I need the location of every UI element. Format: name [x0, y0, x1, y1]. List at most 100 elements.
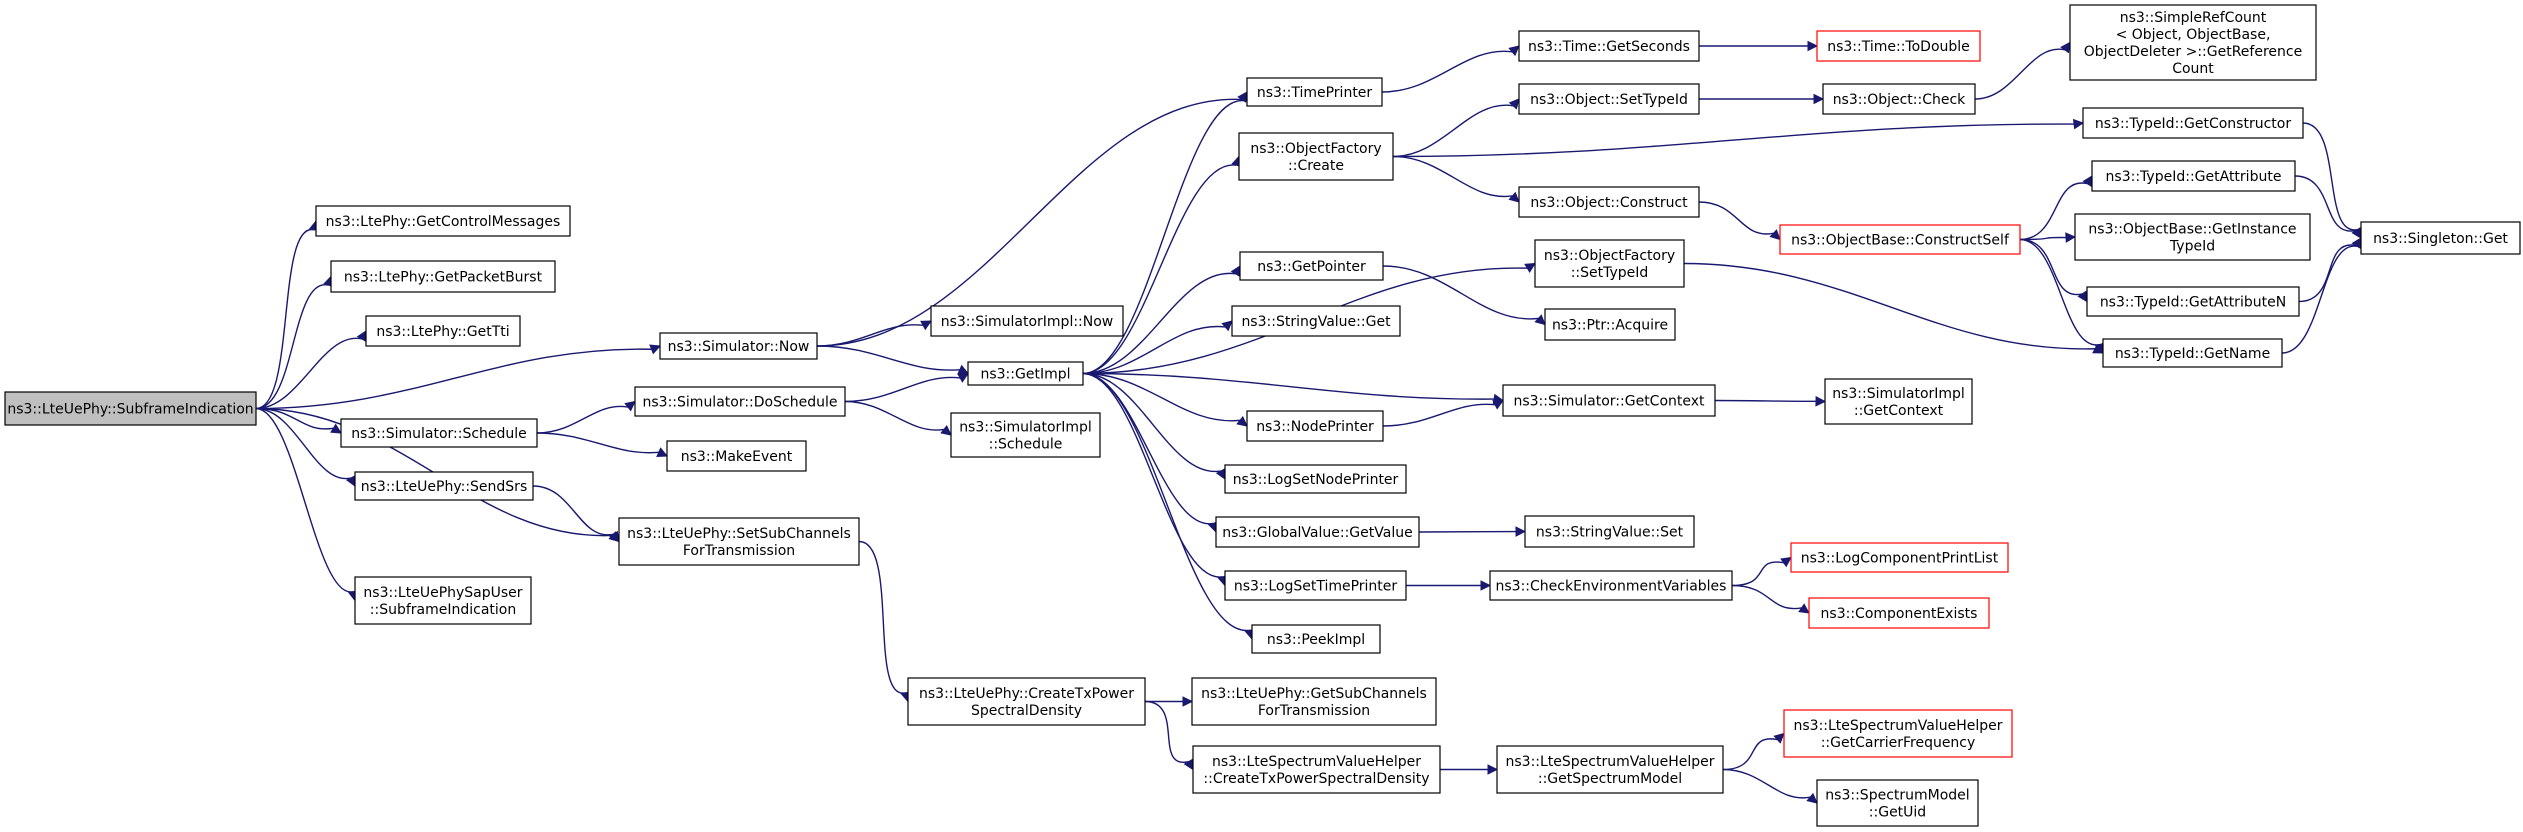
node-label: ns3::Simulator::Schedule: [351, 426, 527, 442]
node-spectrum-get-uid[interactable]: ns3::SpectrumModel::GetUid: [1816, 779, 1979, 827]
node-label: ns3::TypeId::GetAttributeN: [2100, 294, 2286, 310]
node-box: [634, 386, 846, 417]
node-label: < Object, ObjectBase,: [2116, 27, 2271, 43]
node-label: ns3::Time::ToDouble: [1827, 39, 1970, 55]
node-create-tx-psd[interactable]: ns3::LteUePhy::CreateTxPowerSpectralDens…: [907, 677, 1146, 726]
node-node-printer[interactable]: ns3::NodePrinter: [1246, 410, 1384, 442]
node-get-ref-count[interactable]: ns3::SimpleRefCount< Object, ObjectBase,…: [2069, 4, 2317, 81]
node-label: ::Schedule: [989, 436, 1063, 452]
node-construct-self[interactable]: ns3::ObjectBase::ConstructSelf: [1779, 224, 2021, 255]
arrowhead: [1815, 395, 1827, 407]
edge-of-set-type-id-to-type-id-get-name: [1683, 262, 2096, 350]
node-set-sub-channels[interactable]: ns3::LteUePhy::SetSubChannelsForTransmis…: [618, 517, 860, 566]
node-label: ns3::CheckEnvironmentVariables: [1496, 578, 1727, 594]
node-make-event[interactable]: ns3::MakeEvent: [666, 440, 807, 472]
node-type-id-get-name[interactable]: ns3::TypeId::GetName: [2102, 338, 2283, 368]
node-box: [1191, 677, 1437, 726]
edge-set-sub-channels-to-create-tx-psd: [858, 540, 906, 694]
node-log-comp-print-list[interactable]: ns3::LogComponentPrintList: [1790, 542, 2009, 573]
node-of-create[interactable]: ns3::ObjectFactory::Create: [1238, 132, 1394, 181]
edge-get-impl-to-time-printer: [1082, 100, 1246, 375]
edge-root-to-sap-subframe: [255, 407, 354, 593]
arrowhead: [1221, 320, 1233, 332]
edge-type-id-get-name-to-singleton-get: [2281, 245, 2359, 354]
node-log-set-time-printer[interactable]: ns3::LogSetTimePrinter: [1224, 570, 1407, 601]
node-singleton-get[interactable]: ns3::Singleton::Get: [2360, 221, 2521, 255]
node-get-tti[interactable]: ns3::LtePhy::GetTti: [365, 315, 521, 347]
node-box: [1824, 378, 1973, 425]
node-get-sub-channels[interactable]: ns3::LteUePhy::GetSubChannelsForTransmis…: [1191, 677, 1437, 726]
node-peek-impl[interactable]: ns3::PeekImpl: [1251, 624, 1381, 654]
arrowhead: [2065, 232, 2077, 243]
node-label: ns3::Simulator::GetContext: [1513, 393, 1705, 409]
node-string-value-set[interactable]: ns3::StringValue::Set: [1524, 515, 1695, 548]
node-box: [1489, 570, 1733, 601]
arrowhead: [624, 400, 636, 412]
node-label: ns3::GetImpl: [980, 366, 1070, 382]
node-label: ns3::MakeEvent: [681, 449, 793, 465]
node-sim-schedule[interactable]: ns3::Simulator::Schedule: [340, 418, 538, 448]
node-impl-now[interactable]: ns3::SimulatorImpl::Now: [930, 305, 1124, 337]
node-obj-set-type-id[interactable]: ns3::Object::SetTypeId: [1518, 83, 1700, 115]
node-svh-create-tx-psd[interactable]: ns3::LteSpectrumValueHelper::CreateTxPow…: [1192, 745, 1441, 794]
node-global-value-get[interactable]: ns3::GlobalValue::GetValue: [1215, 516, 1420, 548]
node-get-impl[interactable]: ns3::GetImpl: [967, 361, 1084, 386]
node-sim-do-schedule[interactable]: ns3::Simulator::DoSchedule: [634, 386, 846, 417]
node-label: ns3::Simulator::Now: [668, 339, 810, 355]
node-box: [1822, 83, 1976, 115]
node-send-srs[interactable]: ns3::LteUePhy::SendSrs: [354, 471, 534, 501]
node-box: [1231, 305, 1401, 337]
node-ptr-acquire[interactable]: ns3::Ptr::Acquire: [1544, 308, 1676, 341]
node-box: [930, 305, 1124, 337]
node-box: [2069, 4, 2317, 81]
node-label: SpectralDensity: [971, 703, 1082, 719]
arrowhead: [1236, 415, 1248, 427]
edge-check-env-vars-to-component-exists: [1731, 584, 1802, 610]
node-svh-get-spectrum-model[interactable]: ns3::LteSpectrumValueHelper::GetSpectrum…: [1496, 745, 1724, 794]
node-root[interactable]: ns3::LteUePhy::SubframeIndication: [4, 391, 257, 426]
node-label: Count: [2172, 61, 2214, 77]
node-get-attribute-n[interactable]: ns3::TypeId::GetAttributeN: [2086, 286, 2300, 317]
node-label: ns3::Ptr::Acquire: [1552, 317, 1668, 333]
edge-sim-now-to-impl-now: [816, 324, 924, 347]
node-sim-get-context[interactable]: ns3::Simulator::GetContext: [1502, 384, 1716, 417]
node-obj-construct[interactable]: ns3::Object::Construct: [1518, 186, 1700, 218]
edge-get-impl-to-log-set-node-printer: [1082, 372, 1221, 472]
node-time-get-seconds[interactable]: ns3::Time::GetSeconds: [1518, 30, 1700, 62]
arrowhead: [920, 320, 932, 331]
node-impl-get-context[interactable]: ns3::SimulatorImpl::GetContext: [1824, 378, 1973, 425]
node-check-env-vars[interactable]: ns3::CheckEnvironmentVariables: [1489, 570, 1733, 601]
node-get-attribute[interactable]: ns3::TypeId::GetAttribute: [2091, 160, 2296, 192]
node-box: [2082, 107, 2304, 139]
node-sim-now[interactable]: ns3::Simulator::Now: [659, 332, 818, 360]
node-label: ns3::SpectrumModel: [1825, 787, 1969, 803]
node-box: [4, 391, 257, 426]
node-label: ::GetUid: [1869, 804, 1926, 820]
node-get-packet-burst[interactable]: ns3::LtePhy::GetPacketBurst: [330, 260, 556, 293]
arrowhead: [656, 447, 669, 458]
arrowhead: [609, 530, 620, 543]
node-impl-schedule[interactable]: ns3::SimulatorImpl::Schedule: [950, 412, 1101, 458]
arrowhead: [1508, 191, 1520, 203]
node-get-constructor[interactable]: ns3::TypeId::GetConstructor: [2082, 107, 2304, 139]
node-log-set-node-printer[interactable]: ns3::LogSetNodePrinter: [1224, 464, 1407, 494]
node-sap-subframe[interactable]: ns3::LteUePhySapUser::SubframeIndication: [354, 576, 532, 625]
arrowhead: [1508, 98, 1520, 110]
node-get-control-messages[interactable]: ns3::LtePhy::GetControlMessages: [315, 205, 571, 237]
arrowhead: [1524, 262, 1536, 273]
node-obj-check[interactable]: ns3::Object::Check: [1822, 83, 1976, 115]
node-string-value-get[interactable]: ns3::StringValue::Get: [1231, 305, 1401, 337]
arrowhead: [345, 475, 356, 487]
node-component-exists[interactable]: ns3::ComponentExists: [1808, 597, 1990, 629]
node-get-pointer[interactable]: ns3::GetPointer: [1239, 251, 1384, 281]
node-time-printer[interactable]: ns3::TimePrinter: [1246, 77, 1383, 107]
node-get-carrier-freq[interactable]: ns3::LteSpectrumValueHelper::GetCarrierF…: [1783, 709, 2013, 758]
node-time-to-double[interactable]: ns3::Time::ToDouble: [1816, 30, 1981, 62]
edge-get-impl-to-node-printer: [1082, 372, 1241, 422]
node-of-set-type-id[interactable]: ns3::ObjectFactory::SetTypeId: [1534, 239, 1685, 288]
node-box: [2086, 286, 2300, 317]
node-label: ns3::StringValue::Get: [1241, 314, 1391, 330]
edge-root-to-get-packet-burst: [255, 284, 329, 410]
node-label: ns3::LtePhy::GetControlMessages: [326, 214, 561, 230]
